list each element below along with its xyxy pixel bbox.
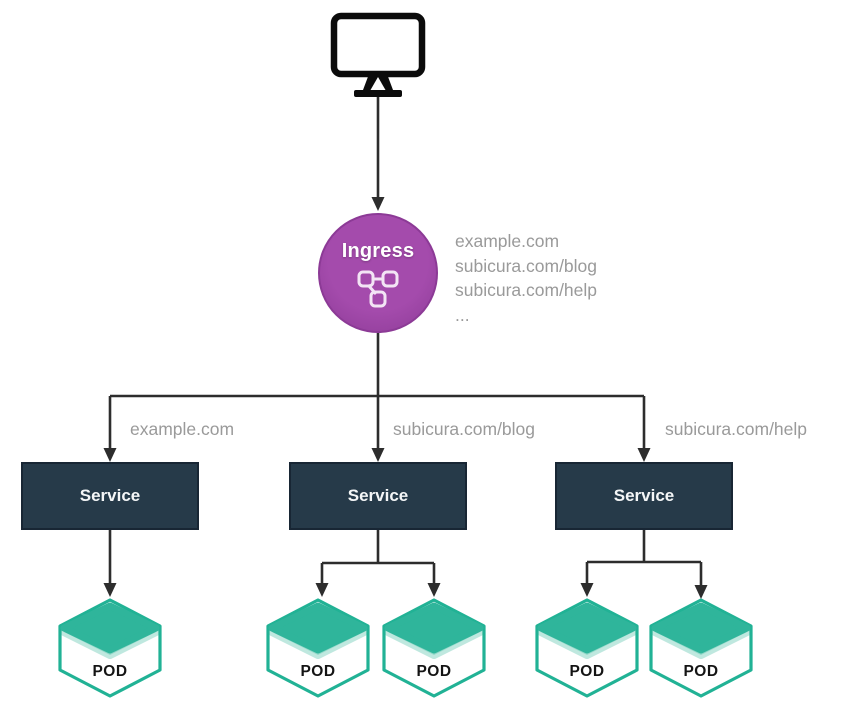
pod-label: POD — [569, 663, 605, 680]
pod-label: POD — [683, 663, 719, 680]
pod-hexagon-icon — [58, 598, 162, 698]
service-node: Service — [289, 462, 467, 530]
pod-node: POD — [57, 598, 163, 698]
route-graph-icon — [357, 270, 399, 308]
route-item: subicura.com/help — [455, 280, 598, 300]
ingress-routes-list: example.com subicura.com/blog subicura.c… — [455, 229, 597, 327]
service-label: Service — [347, 486, 409, 505]
pod-label: POD — [300, 663, 336, 680]
pod-hexagon-icon — [382, 598, 486, 698]
pod-node: POD — [381, 598, 487, 698]
branch-rule-label: subicura.com/blog — [393, 419, 536, 439]
pod-hexagon-icon — [266, 598, 370, 698]
pod-node: POD — [265, 598, 371, 698]
pod-hexagon-icon — [649, 598, 753, 698]
monitor-icon — [330, 12, 426, 97]
branch-rule-label: subicura.com/help — [665, 419, 808, 439]
pod-node: POD — [534, 598, 640, 698]
route-item: subicura.com/blog — [455, 255, 598, 276]
service-node: Service — [555, 462, 733, 530]
route-item: example.com — [455, 231, 560, 251]
route-item: ... — [455, 304, 470, 325]
ingress-node: Ingress — [318, 213, 438, 333]
pod-label: POD — [416, 663, 452, 680]
branch-rule-label: example.com — [130, 419, 235, 439]
service-label: Service — [79, 486, 141, 505]
ingress-label: Ingress — [341, 240, 415, 262]
service-label: Service — [613, 486, 675, 505]
pod-node: POD — [648, 598, 754, 698]
pod-label: POD — [92, 663, 128, 680]
pod-hexagon-icon — [535, 598, 639, 698]
service-node: Service — [21, 462, 199, 530]
